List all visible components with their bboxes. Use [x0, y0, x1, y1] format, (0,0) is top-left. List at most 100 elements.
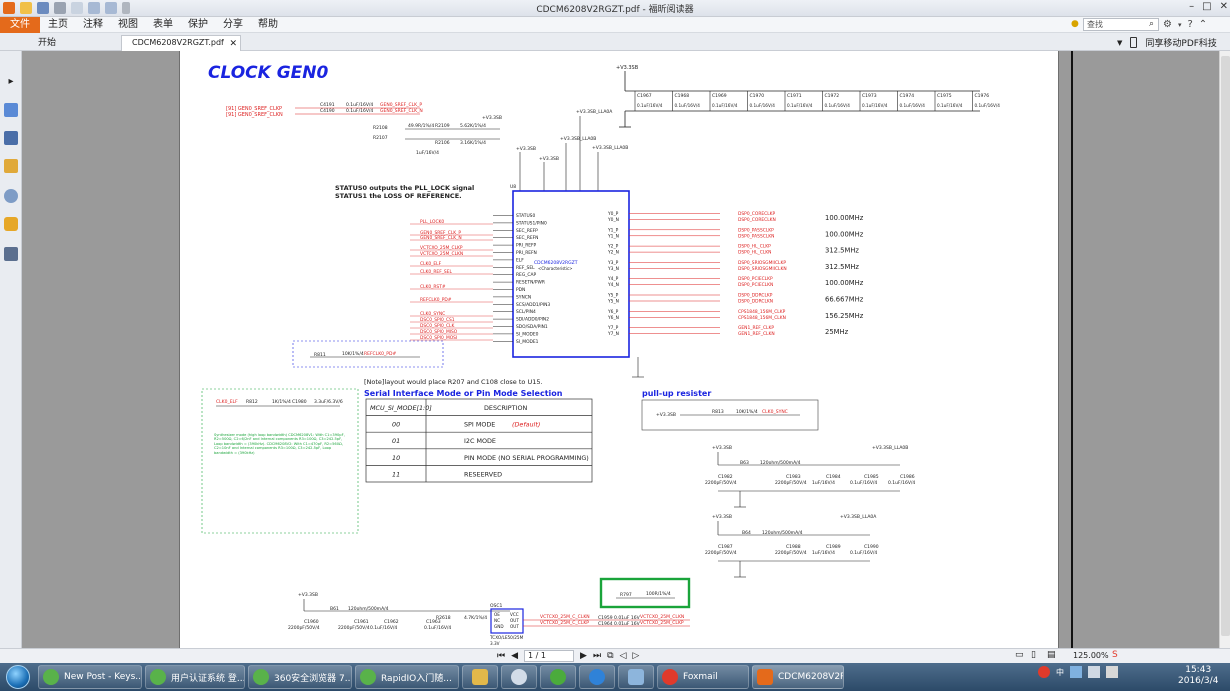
task-new-post[interactable]: New Post - Keys...: [38, 665, 142, 689]
comments-icon[interactable]: [4, 159, 18, 173]
task-foxmail[interactable]: Foxmail: [657, 665, 749, 689]
volume-icon[interactable]: [1088, 666, 1100, 678]
vertical-scrollbar[interactable]: [1219, 51, 1230, 648]
svg-text:R2108: R2108: [373, 125, 388, 131]
ic-body: [512, 190, 630, 358]
redo-icon[interactable]: [105, 2, 117, 14]
lightbulb-icon[interactable]: ●: [1071, 19, 1079, 29]
next-page-icon[interactable]: ▶: [580, 651, 587, 661]
task-360-browser[interactable]: 360安全浏览器 7...: [248, 665, 352, 689]
dropdown-icon[interactable]: ▾: [1177, 21, 1182, 29]
app-logo-icon[interactable]: [3, 2, 15, 14]
task-game[interactable]: [540, 665, 576, 689]
system-tray: 中: [1038, 666, 1118, 678]
security-tray-icon[interactable]: [1038, 666, 1050, 678]
cap-label: C1969: [712, 93, 727, 99]
search-input[interactable]: 查找: [1083, 18, 1159, 31]
expand-panel-icon[interactable]: ▸: [8, 76, 14, 87]
task-notepad[interactable]: [618, 665, 654, 689]
mode-table-header: MCU_SI_MODE[1:0]: [370, 404, 432, 412]
settings-icon[interactable]: ⚙: [1163, 19, 1172, 30]
menu-share[interactable]: 分享: [223, 19, 243, 30]
attachment-icon[interactable]: [4, 189, 18, 203]
tools-icon[interactable]: [4, 247, 18, 261]
network-icon[interactable]: [1070, 666, 1082, 678]
svg-text:C1962: C1962: [384, 619, 399, 625]
task-auth-system[interactable]: 用户认证系统 登...: [145, 665, 245, 689]
open-icon[interactable]: [20, 2, 32, 14]
menu-comment[interactable]: 注释: [83, 19, 103, 30]
ic-pin-label: SEC_REFP: [516, 228, 538, 234]
svg-text:C1984: C1984: [826, 474, 841, 480]
mode-desc: RESEERVED: [464, 470, 502, 478]
menu-help[interactable]: 帮助: [258, 19, 278, 30]
serial-mode-title: Serial Interface Mode or Pin Mode Select…: [364, 389, 563, 398]
copy-icon[interactable]: ⧉: [607, 651, 614, 661]
print-icon[interactable]: [54, 2, 66, 14]
svg-text:120ohm/500mA/4: 120ohm/500mA/4: [760, 460, 801, 466]
svg-text:0.1uF/16V/4: 0.1uF/16V/4: [850, 550, 877, 556]
page-number-input[interactable]: 1 / 1: [524, 650, 575, 662]
freq-label: 100.00MHz: [825, 279, 864, 287]
minimize-icon[interactable]: –: [1189, 1, 1195, 12]
new-icon[interactable]: [71, 2, 83, 14]
help-icon[interactable]: ?: [1187, 19, 1193, 30]
ribbon-tabs: 主页 注释 视图 表单 保护 分享 帮助: [48, 17, 278, 33]
single-page-icon[interactable]: ▭: [1015, 650, 1024, 660]
flag-icon[interactable]: [1106, 666, 1118, 678]
task-rapidio[interactable]: RapidIO入门随...: [355, 665, 459, 689]
svg-text:C1963: C1963: [426, 619, 441, 625]
menu-home[interactable]: 主页: [48, 19, 68, 30]
task-media[interactable]: [501, 665, 537, 689]
back-icon[interactable]: ◁: [619, 651, 627, 661]
forward-icon[interactable]: ▷: [632, 651, 640, 661]
last-page-icon[interactable]: ⏭: [592, 651, 602, 661]
first-page-icon[interactable]: ⏮: [497, 651, 506, 661]
svg-text:1uF/16V/4: 1uF/16V/4: [812, 550, 835, 556]
task-explorer[interactable]: [462, 665, 498, 689]
layers-icon[interactable]: [4, 131, 18, 145]
mobile-pdf-link[interactable]: 同享移动PDF科技: [1145, 39, 1217, 49]
ic-pin-label: SI_MODE0: [516, 331, 539, 337]
svg-text:[91] GEN0_SREF_CLKP: [91] GEN0_SREF_CLKP: [226, 106, 282, 112]
task-foxit-pdf[interactable]: CDCM6208V2R...: [752, 665, 844, 689]
freq-label: 312.5MHz: [825, 247, 859, 255]
schematic-title: CLOCK GEN0: [208, 63, 329, 83]
svg-text:2200pF/50V/4: 2200pF/50V/4: [705, 550, 737, 556]
menu-form[interactable]: 表单: [153, 19, 173, 30]
ime-indicator[interactable]: 中: [1056, 667, 1064, 677]
close-icon[interactable]: ✕: [1219, 1, 1228, 12]
two-page-icon[interactable]: ▯: [1031, 650, 1036, 660]
pages-icon[interactable]: [4, 103, 18, 117]
ic-pin-label: SDO/SDA/PIN1: [516, 324, 548, 330]
zoom-level[interactable]: 125.00%: [1073, 651, 1109, 660]
save-icon[interactable]: [37, 2, 49, 14]
fit-width-icon[interactable]: ▤: [1047, 650, 1056, 660]
prev-page-icon[interactable]: ◀: [511, 651, 519, 661]
clock[interactable]: 15:43 2016/3/4: [1178, 665, 1218, 687]
tab-start[interactable]: 开始: [22, 36, 118, 51]
mode-desc: PIN MODE (NO SERIAL PROGRAMMING): [464, 454, 589, 462]
svg-text:0.1uF/16V/4: 0.1uF/16V/4: [850, 480, 877, 486]
cap-value: 0.1uF/16V/4: [825, 103, 851, 108]
undo-icon[interactable]: [88, 2, 100, 14]
tab-close-icon[interactable]: ✕: [229, 39, 237, 49]
file-menu[interactable]: 文件: [0, 17, 40, 33]
pullup-title: pull-up resister: [642, 389, 711, 398]
tab-list-icon[interactable]: ▼: [1117, 38, 1123, 47]
task-ie[interactable]: [579, 665, 615, 689]
customize-icon[interactable]: [122, 2, 130, 14]
menu-view[interactable]: 视图: [118, 19, 138, 30]
search-icon[interactable]: ⌕: [1149, 19, 1155, 29]
scrollbar-thumb[interactable]: [1221, 56, 1230, 636]
collapse-icon[interactable]: ⌃: [1198, 19, 1208, 30]
freq-label: 25MHz: [825, 328, 849, 336]
tab-document[interactable]: CDCM6208V2RGZT.pdf ✕: [121, 35, 241, 51]
svg-text:3.16K/1%/4: 3.16K/1%/4: [460, 140, 486, 146]
maximize-icon[interactable]: □: [1202, 1, 1212, 12]
menu-protect[interactable]: 保护: [188, 19, 208, 30]
start-button[interactable]: [6, 665, 30, 689]
security-icon[interactable]: [4, 217, 18, 231]
